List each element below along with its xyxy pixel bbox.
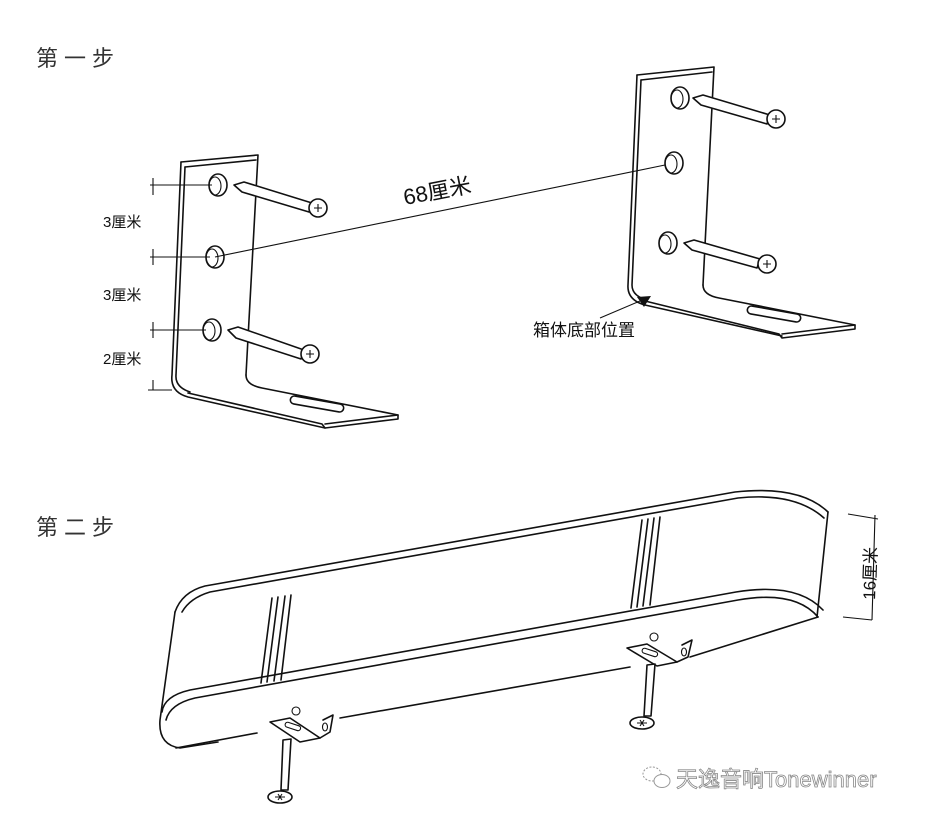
watermark-text: 天逸音响Tonewinner xyxy=(676,767,877,792)
bracket-hole xyxy=(658,231,678,255)
screw-icon xyxy=(683,239,777,274)
cabinet-bottom-label: 箱体底部位置 xyxy=(533,321,635,340)
bracket-hole xyxy=(664,151,684,175)
watermark: 天逸音响Tonewinner xyxy=(642,766,877,792)
right-bracket xyxy=(599,66,856,339)
dimension-label-3cm-middle: 3厘米 xyxy=(103,287,141,304)
left-bracket xyxy=(171,154,399,429)
dimension-lines-right xyxy=(842,513,879,621)
screw-icon xyxy=(692,94,786,129)
step2-title: 第二步 xyxy=(36,516,120,541)
screw-icon xyxy=(233,181,328,218)
dimension-label-3cm-top: 3厘米 xyxy=(103,214,141,231)
dimension-label-2cm: 2厘米 xyxy=(103,351,141,368)
wechat-icon xyxy=(642,766,671,788)
speaker-cabinet xyxy=(159,489,829,804)
dimension-lines-left xyxy=(148,178,212,391)
step1-title: 第一步 xyxy=(36,47,120,72)
dimension-label-68cm: 68厘米 xyxy=(401,172,473,210)
dimension-label-16cm: 16厘米 xyxy=(860,547,881,601)
screw-icon xyxy=(227,326,320,364)
bracket-hole xyxy=(670,86,690,110)
arrow-icon xyxy=(637,296,651,307)
distance-line xyxy=(214,164,666,258)
